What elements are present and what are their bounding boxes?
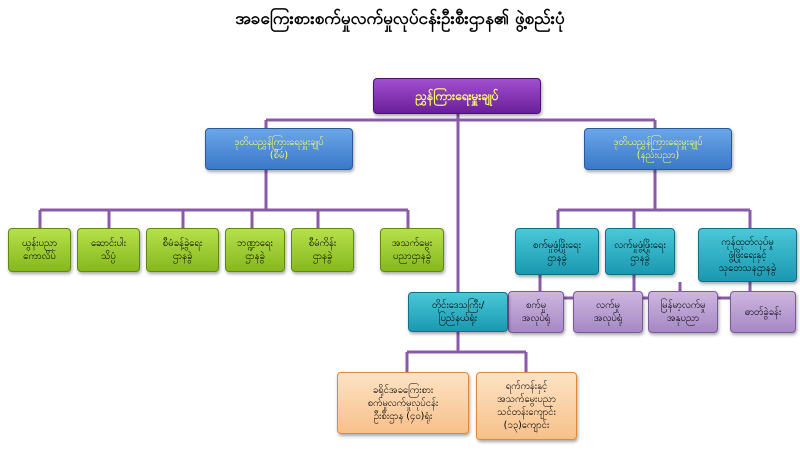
tech-connector [558,170,750,212]
tech-unit-box: စက်မှုဖွံ့ဖြိုးရေး ဌာနခွဲ [515,228,599,275]
training-school-box: ရက်ကန်းနှင့် အသက်မွေးပညာ သင်တန်းကျောင်း … [476,372,577,440]
admin-unit-box: အသက်မွေး ပညာဌာနခွဲ [380,228,444,272]
tech-unit-box: လက်မှုဖွံ့ဖြိုးရေး ဌာနခွဲ [605,228,675,275]
admin-unit-box: စီမံကိန်း ဌာနခွဲ [291,228,354,272]
district-office-box: ခရိုင်အခကြေးစား စက်မှုလက်မှုလုပ်ငန်း ဦးစ… [337,372,469,434]
sub-unit-box: လက်မှု အလုပ်ရုံ [573,291,643,333]
regional-office-box: တိုင်းဒေသကြီး/ ပြည်နယ်ရုံး [408,292,508,332]
admin-unit-box: ဘဏ္ဍာရေး ဌာနခွဲ [225,228,285,272]
tech-unit-box: ကုန်ထုတ်လုပ်မှု ဖွံ့ဖြိုးရေးနှင့် သုတေသန… [698,228,797,282]
sub-unit-box: ဓာတ်ခွဲခန်း [730,291,796,333]
sub-unit-box: မြန်မာ့လက်မှု အနုပညာ [648,291,718,333]
admin-unit-box: ဆောင်းပါး သိပ္ပံ [77,228,140,272]
deputy-admin-box: ဒုတိယညွှန်ကြားရေးမှူးချုပ် (စီမံ) [205,128,353,170]
deputy-tech-box: ဒုတိယညွှန်ကြားရေးမှူးချုပ် (နည်းပညာ) [584,128,732,170]
sub-unit-box: စက်မှု အလုပ်ရုံ [508,291,564,333]
admin-unit-box: စီမံခန့်ခွဲရေး ဌာနခွဲ [146,228,219,272]
director-general-box: ညွှန်ကြားရေးမှူးချုပ် [373,78,541,114]
admin-unit-box: ယွန်းပညာ ကောလိပ် [8,228,71,272]
admin-connector [40,170,408,212]
chart-title: အခကြေးစားစက်မှုလက်မှုလုပ်ငန်းဦးစီးဌာန၏ ဖ… [235,9,565,29]
